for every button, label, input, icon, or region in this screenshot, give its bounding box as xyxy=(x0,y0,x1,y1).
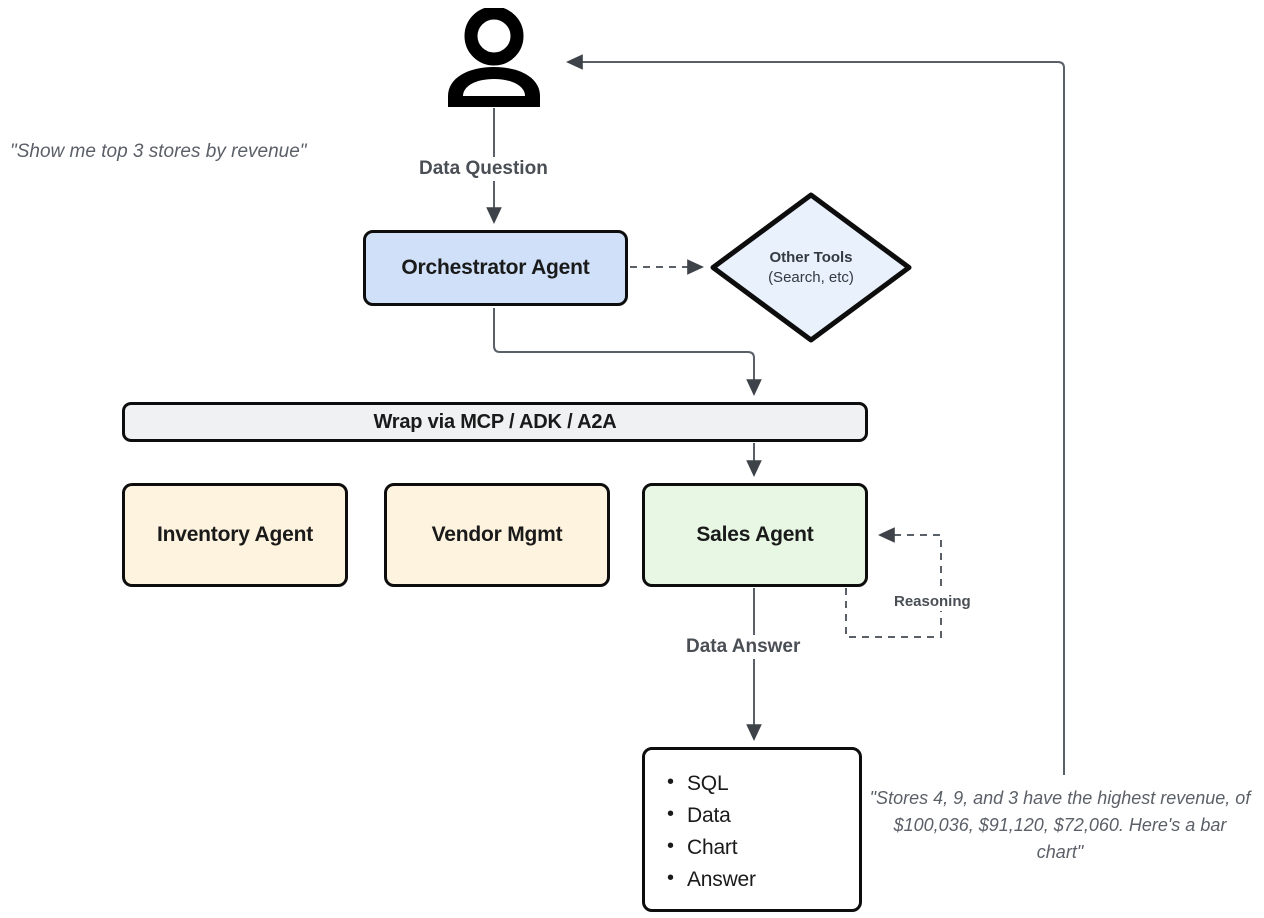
edge-label-data-question: Data Question xyxy=(413,157,554,181)
node-other-tools-sublabel: (Search, etc) xyxy=(768,268,854,286)
node-orchestrator-agent[interactable]: Orchestrator Agent xyxy=(363,230,628,306)
node-output-artifacts[interactable]: SQL Data Chart Answer xyxy=(642,747,862,912)
list-item: Chart xyxy=(667,831,859,864)
output-artifact-list: SQL Data Chart Answer xyxy=(645,750,859,896)
node-orchestrator-agent-label: Orchestrator Agent xyxy=(401,256,590,279)
diamond-shape xyxy=(710,192,912,343)
node-mcp-wrap-bar-label: Wrap via MCP / ADK / A2A xyxy=(373,410,617,433)
node-mcp-wrap-bar[interactable]: Wrap via MCP / ADK / A2A xyxy=(122,402,868,442)
user-question-quote: "Show me top 3 stores by revenue" xyxy=(10,141,307,162)
node-inventory-agent[interactable]: Inventory Agent xyxy=(122,483,348,587)
other-tools-label-group: Other Tools (Search, etc) xyxy=(708,190,914,345)
node-other-tools[interactable]: Other Tools (Search, etc) xyxy=(708,190,914,345)
list-item: SQL xyxy=(667,767,859,800)
edge-label-data-answer: Data Answer xyxy=(680,635,807,659)
node-vendor-mgmt-label: Vendor Mgmt xyxy=(431,523,563,546)
node-vendor-mgmt[interactable]: Vendor Mgmt xyxy=(384,483,610,587)
node-inventory-agent-label: Inventory Agent xyxy=(156,523,314,546)
result-answer-quote: "Stores 4, 9, and 3 have the highest rev… xyxy=(869,788,1251,862)
list-item: Answer xyxy=(667,863,859,896)
node-sales-agent-label: Sales Agent xyxy=(696,523,814,546)
edge-label-reasoning: Reasoning xyxy=(888,592,977,611)
user-icon xyxy=(446,6,542,108)
list-item: Data xyxy=(667,799,859,832)
node-sales-agent[interactable]: Sales Agent xyxy=(642,483,868,587)
node-other-tools-label: Other Tools xyxy=(769,249,853,266)
